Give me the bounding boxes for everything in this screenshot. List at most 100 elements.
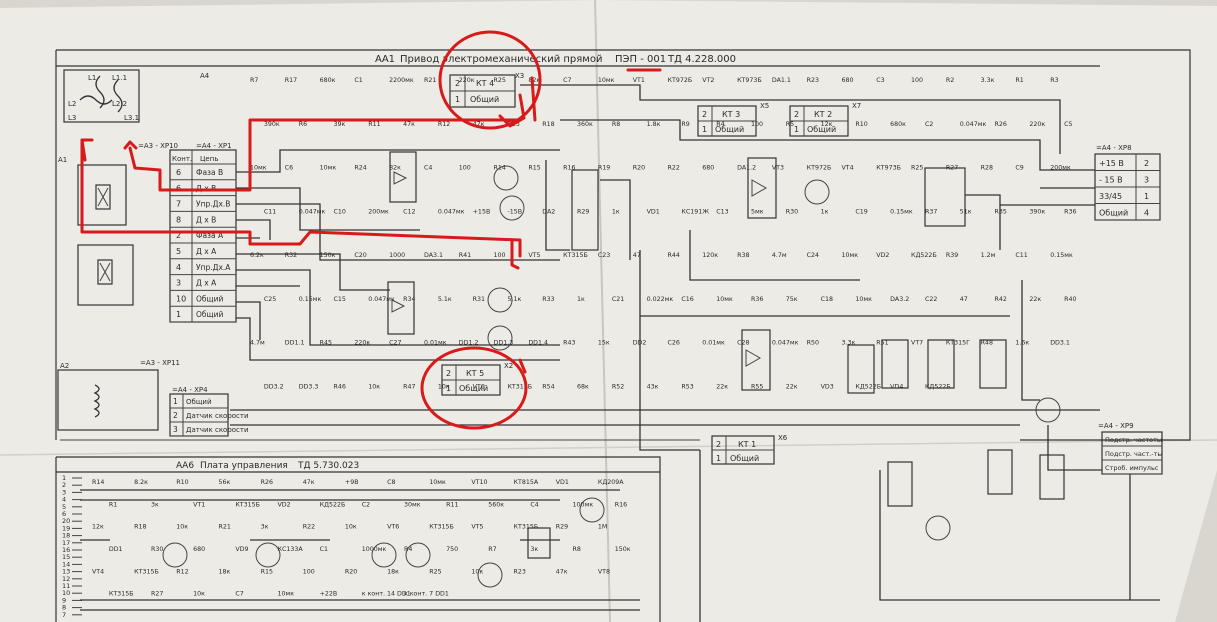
xp8-contact-number: 4 [1144, 209, 1149, 218]
xp4-circuit-label: Датчик скорости [186, 426, 249, 434]
top-component-label: КД522Б [911, 252, 937, 259]
bottom-component-label: 47к [303, 479, 315, 486]
top-component-label: R15 [528, 165, 540, 172]
top-component-label: R17 [285, 77, 297, 84]
bottom-component-label: 18к [218, 568, 230, 575]
top-component-label: DD2 [633, 340, 647, 347]
top-component-label: 100 [911, 77, 923, 84]
red-arrow-kt5 [510, 238, 520, 270]
top-component-label: 22к [786, 383, 798, 390]
bottom-component-label: VT1 [193, 501, 205, 508]
bottom-component-label: КД209А [598, 479, 624, 486]
opamp-da1-1 [389, 151, 417, 203]
svg-text:А2: А2 [60, 362, 69, 370]
top-component-label: R45 [320, 340, 332, 347]
top-component-label: 150к [320, 252, 336, 259]
top-component-label: 82к [389, 165, 401, 172]
top-component-label: 0.15мк [890, 208, 913, 215]
top-component-label: 12к [821, 121, 833, 128]
top-component-label: R52 [612, 383, 624, 390]
bottom-pin-number: 11 [62, 582, 70, 590]
bottom-pin-number: 4 [62, 496, 66, 504]
bottom-component-label: 8.2к [134, 479, 148, 486]
top-component-label: R53 [681, 383, 693, 390]
top-component-label: R29 [577, 208, 589, 215]
red-circle-kt4 [438, 30, 542, 130]
svg-text:=А4 - ХР8: =А4 - ХР8 [1096, 144, 1132, 152]
top-component-label: 22к [1029, 296, 1041, 303]
bottom-component-label: 30мк [404, 501, 421, 508]
bottom-pin-number: 16 [62, 546, 70, 554]
xp1-circuit-label: Упр.Дх.А [196, 263, 231, 272]
bottom-pin-number: 1 [62, 474, 66, 482]
bottom-component-label: +9В [345, 479, 359, 486]
top-component-label: 0.01мк [702, 340, 725, 347]
top-component-label: 47к [473, 121, 485, 128]
bottom-component-label: 100мк [573, 501, 594, 508]
xp8-circuit-label: - 15 В [1099, 176, 1123, 185]
bottom-pin-number: 15 [62, 553, 70, 561]
xp8-contact-number: 2 [1144, 159, 1149, 168]
top-component-label: 680к [890, 121, 906, 128]
xp1-circuit-label: Фаза А [196, 231, 224, 240]
bottom-component-label: 1М [598, 524, 607, 531]
top-component-label: КТ315Г [946, 340, 970, 347]
top-component-label: R55 [751, 383, 763, 390]
top-component-label: R2 [946, 77, 954, 84]
testpoint-kt1: 2 КТ 1 1 Общий Х6 [711, 434, 788, 465]
top-component-label: VT1 [633, 77, 645, 84]
bottom-pin-number: 12 [62, 575, 70, 583]
top-component-label: DD3.2 [264, 383, 284, 390]
bottom-component-label: R21 [218, 524, 230, 531]
top-component-label: 10мк [855, 296, 872, 303]
top-component-label: VD1 [647, 208, 660, 215]
sensor-b-symbol [77, 164, 127, 226]
bottom-component-label: C8 [387, 479, 395, 486]
bottom-component-label: КД522Б [320, 501, 346, 508]
xp8-circuit-label: +15 В [1099, 159, 1124, 168]
top-component-label: VT5 [528, 252, 540, 259]
bottom-component-label: 12к [92, 524, 104, 531]
xp1-contact-number: 5 [176, 247, 181, 256]
top-component-label: C15 [334, 296, 346, 303]
bottom-pin-number: 9 [62, 596, 66, 604]
xp1-header-contact: Конт. [172, 155, 192, 163]
bottom-component-label: КТ315Б [235, 501, 260, 508]
top-component-label: 6.2к [250, 252, 264, 259]
title-name: Привод электромеханический прямой [400, 54, 602, 65]
top-component-label: C13 [716, 208, 728, 215]
bottom-component-label: 56к [218, 479, 230, 486]
top-component-label: VD4 [890, 383, 903, 390]
bottom-component-label: R11 [446, 501, 458, 508]
top-component-label: 390к [1029, 208, 1045, 215]
xp1-circuit-label: Общий [196, 294, 223, 303]
top-component-label: 1.8к [647, 121, 661, 128]
bottom-component-label: 3к [530, 546, 538, 553]
top-component-label: DD1.1 [285, 340, 305, 347]
motor-label: L2 [68, 100, 76, 108]
top-component-label: 220к [354, 340, 370, 347]
top-component-label: R9 [681, 121, 689, 128]
bottom-component-label: R10 [176, 479, 188, 486]
svg-text:2: 2 [702, 110, 707, 119]
top-component-label: 1000 [389, 252, 405, 259]
top-component-label: R40 [1064, 296, 1076, 303]
top-component-label: 100 [459, 165, 471, 172]
top-component-label: 0.047мк [960, 121, 987, 128]
bottom-component-label: к конт. 7 DD1 [404, 591, 449, 598]
top-component-label: R12 [438, 121, 450, 128]
top-component-label: C26 [668, 340, 680, 347]
title-doc: ТД 4.228.000 [667, 54, 736, 65]
top-component-label: R4 [716, 121, 724, 128]
top-component-label: 47 [633, 252, 641, 259]
svg-text:Х6: Х6 [778, 434, 788, 442]
top-component-label: C1 [354, 77, 362, 84]
xp9-circuit-label: Подстр. част.-ты [1105, 450, 1163, 458]
top-component-label: R1 [1015, 77, 1023, 84]
bottom-component-label: 100 [303, 568, 315, 575]
bottom-pin-number: 10 [62, 589, 70, 597]
bottom-component-label: КТ315Б [109, 591, 134, 598]
top-component-label: 680 [841, 77, 853, 84]
